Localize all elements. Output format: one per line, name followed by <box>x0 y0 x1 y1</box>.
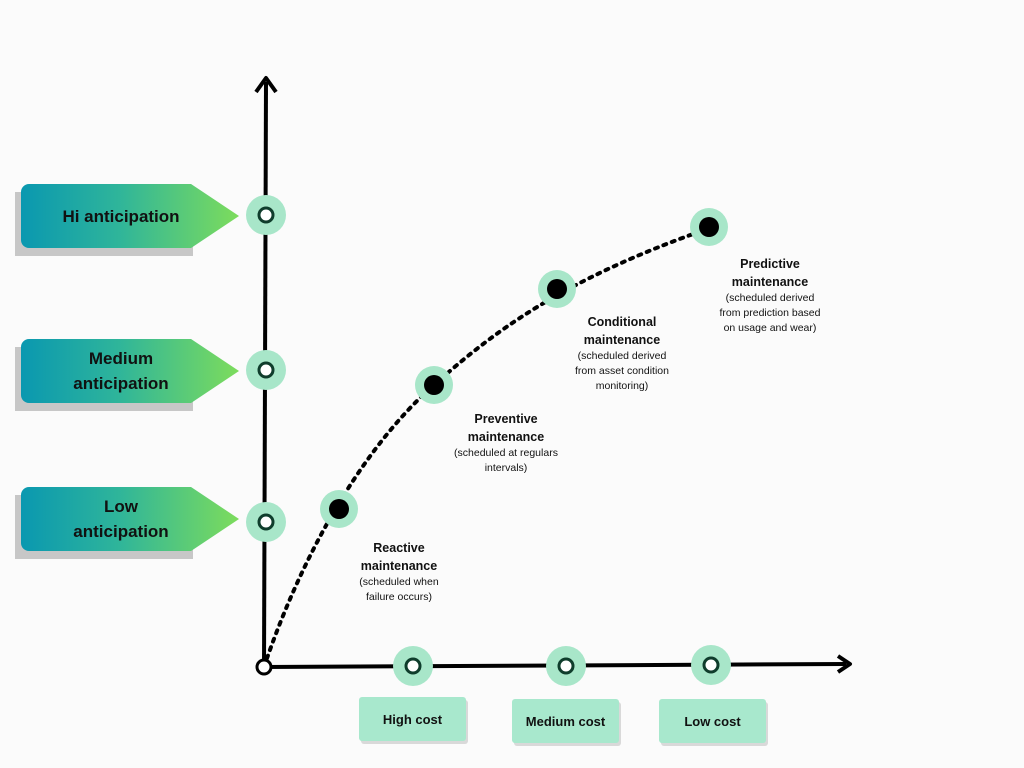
y-marker-medium <box>246 350 286 390</box>
label-hi-anticipation: Hi anticipation <box>15 184 241 256</box>
annotation-conditional-title: Conditional maintenance <box>583 315 661 347</box>
x-marker-low-cost <box>691 645 731 685</box>
label-low-anticipation-text: Low anticipation <box>73 497 169 541</box>
label-medium-anticipation-text: Medium anticipation <box>73 349 169 393</box>
annotation-conditional: Conditional maintenance (scheduled deriv… <box>552 313 692 394</box>
y-marker-low <box>246 502 286 542</box>
stage-point-conditional <box>538 270 576 308</box>
label-low-anticipation: Low anticipation <box>15 487 241 559</box>
annotation-predictive-title: Predictive maintenance <box>731 257 809 289</box>
label-hi-anticipation-text: Hi anticipation <box>62 206 180 226</box>
stage-point-predictive <box>690 208 728 246</box>
annotation-reactive-title: Reactive maintenance <box>360 541 438 573</box>
cost-box-high: High cost <box>359 697 466 741</box>
annotation-reactive: Reactive maintenance (scheduled when fai… <box>339 539 459 605</box>
stage-point-preventive <box>415 366 453 404</box>
cost-box-medium: Medium cost <box>512 699 619 743</box>
annotation-preventive-title: Preventive maintenance <box>467 412 545 444</box>
cost-box-low: Low cost <box>659 699 766 743</box>
annotation-predictive-desc: (scheduled derived from prediction based… <box>719 292 821 334</box>
stage-point-reactive <box>320 490 358 528</box>
x-marker-high-cost <box>393 646 433 686</box>
label-medium-anticipation: Medium anticipation <box>15 339 241 411</box>
origin-marker <box>255 658 273 676</box>
y-marker-high <box>246 195 286 235</box>
annotation-conditional-desc: (scheduled derived from asset condition … <box>575 350 669 392</box>
annotation-preventive: Preventive maintenance (scheduled at reg… <box>436 410 576 476</box>
annotation-preventive-desc: (scheduled at regulars intervals) <box>454 447 558 474</box>
x-marker-medium-cost <box>546 646 586 686</box>
annotation-predictive: Predictive maintenance (scheduled derive… <box>700 255 840 336</box>
annotation-reactive-desc: (scheduled when failure occurs) <box>359 576 439 603</box>
